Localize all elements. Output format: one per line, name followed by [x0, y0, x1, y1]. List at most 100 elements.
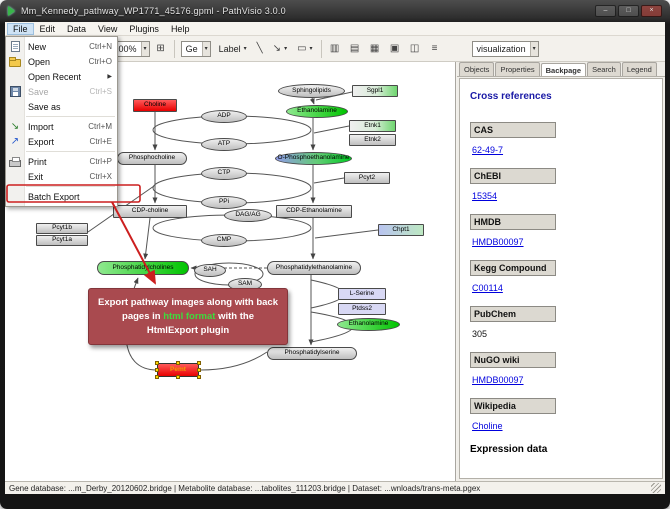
pathway-node-phosphocholine[interactable]: Phosphocholine — [117, 152, 187, 165]
crossref-link[interactable]: HMDB00097 — [472, 237, 524, 247]
menu-file[interactable]: File — [7, 22, 34, 35]
label-tool-button[interactable]: Label▾ — [215, 40, 251, 58]
zoom-fit-button[interactable]: ⊞ — [152, 40, 170, 58]
pathway-node-pemt[interactable]: Pemt — [155, 361, 201, 379]
pathway-edge[interactable] — [313, 177, 345, 184]
selection-handle[interactable] — [197, 368, 201, 372]
close-button[interactable]: × — [641, 5, 662, 17]
pathway-node-adp[interactable]: ADP — [201, 110, 247, 123]
pathway-node-pcyt1a[interactable]: Pcyt1a — [36, 235, 88, 246]
visualization-combo[interactable]: visualization ▾ — [471, 40, 539, 57]
crossref-link[interactable]: 62-49-7 — [472, 145, 504, 155]
chevron-down-icon[interactable]: ▾ — [243, 46, 247, 52]
crossref-link[interactable]: HMDB00097 — [472, 375, 524, 385]
selection-handle[interactable] — [176, 375, 180, 379]
crossref-link[interactable]: Choline — [472, 421, 503, 431]
pathway-node-etnk2[interactable]: Etnk2 — [349, 134, 396, 146]
pathway-node-ctp[interactable]: CTP — [201, 167, 247, 180]
pathway-node-ptdss2[interactable]: Ptdss2 — [338, 303, 386, 315]
distribute-vertical-button[interactable]: ▣ — [386, 40, 404, 58]
pathway-node-cdp-ethanolamine[interactable]: CDP-Ethanolamine — [276, 205, 352, 218]
window-title: Mm_Kennedy_pathway_WP1771_45176.gpml - P… — [21, 6, 286, 16]
align-center-button[interactable]: ▥ — [326, 40, 344, 58]
chevron-down-icon[interactable]: ▾ — [140, 41, 149, 56]
pathway-edge[interactable] — [200, 351, 268, 371]
pathway-node-phosphatidylcholines[interactable]: Phosphatidylcholines — [97, 261, 189, 275]
pathway-edge[interactable] — [313, 125, 350, 134]
tab-backpage[interactable]: Backpage — [540, 63, 587, 76]
selection-handle[interactable] — [155, 368, 159, 372]
selection-handle[interactable] — [197, 361, 201, 365]
chevron-down-icon[interactable]: ▾ — [309, 46, 313, 52]
stack-vertical-icon: ◫ — [409, 42, 420, 54]
minimize-button[interactable]: – — [595, 5, 616, 17]
distribute-horizontal-button[interactable]: ▦ — [366, 40, 384, 58]
menu-plugins[interactable]: Plugins — [129, 23, 159, 34]
maximize-button[interactable]: □ — [618, 5, 639, 17]
pathway-node-sah[interactable]: SAH — [194, 264, 226, 277]
pathway-node-pcyt1b[interactable]: Pcyt1b — [36, 223, 88, 234]
pathway-node-phosphatidylserine[interactable]: Phosphatidylserine — [267, 347, 357, 360]
tab-search[interactable]: Search — [587, 62, 621, 76]
tab-properties[interactable]: Properties — [495, 62, 540, 76]
crossref-link[interactable]: C00114 — [472, 283, 503, 293]
pathway-node-l-serine[interactable]: L-Serine — [338, 288, 386, 300]
tab-objects[interactable]: Objects — [459, 62, 495, 76]
resize-grip[interactable] — [651, 483, 661, 493]
file-menu-item-batch-export[interactable]: Batch Export — [6, 189, 117, 204]
shape-tool-button[interactable]: ▭▾ — [293, 40, 316, 58]
pathway-edge[interactable] — [309, 97, 315, 105]
selection-handle[interactable] — [197, 375, 201, 379]
pathway-node-pcyt2[interactable]: Pcyt2 — [344, 172, 390, 184]
chevron-down-icon[interactable]: ▾ — [284, 46, 288, 52]
stack-horizontal-button[interactable]: ≡ — [426, 40, 444, 58]
selection-handle[interactable] — [176, 361, 180, 365]
pathway-edge[interactable] — [125, 277, 158, 371]
zoom-combo[interactable]: 100% ▾ — [108, 40, 150, 57]
menu-help[interactable]: Help — [170, 23, 190, 34]
tab-legend[interactable]: Legend — [621, 62, 657, 76]
file-menu-item-save-as[interactable]: Save as — [6, 99, 117, 114]
pathway-node-atp[interactable]: ATP — [201, 138, 247, 151]
stack-vertical-button[interactable]: ◫ — [406, 40, 424, 58]
pathway-node-sphingolipids[interactable]: Sphingolipids — [278, 84, 345, 98]
pathway-node-o-phosphoethanolamine[interactable]: O-Phosphoethanolamine — [275, 152, 352, 165]
chevron-down-icon[interactable]: ▾ — [529, 41, 538, 56]
menu-data[interactable]: Data — [67, 23, 87, 34]
pathway-node-sam[interactable]: SAM — [228, 278, 262, 291]
pathway-node-ethanolamine-top[interactable]: Ethanolamine — [286, 105, 348, 118]
pathway-node-chpt1[interactable]: Chpt1 — [378, 224, 424, 236]
pathway-node-dag-ag[interactable]: DAG/AG — [224, 209, 272, 222]
menu-edit[interactable]: Edit — [39, 23, 56, 34]
chevron-down-icon[interactable]: ▾ — [201, 41, 210, 56]
pathway-node-sgpl1[interactable]: Sgpl1 — [352, 85, 398, 97]
align-middle-button[interactable]: ▤ — [346, 40, 364, 58]
connector-tool-button[interactable]: ↘▾ — [269, 40, 291, 58]
selection-handle[interactable] — [155, 361, 159, 365]
pathway-node-etnk1[interactable]: Etnk1 — [349, 120, 396, 132]
pathway-edge[interactable] — [143, 217, 151, 260]
crossref-link[interactable]: 15354 — [472, 191, 498, 201]
datanode-combo[interactable]: Ge▾ — [180, 40, 211, 57]
file-menu-item-open-recent[interactable]: Open Recent▶ — [6, 69, 117, 84]
pathway-node-cdp-choline[interactable]: CDP-choline — [113, 205, 187, 218]
file-menu-item-label: Open — [28, 56, 51, 67]
pathway-node-phosphatidylethanolamine[interactable]: Phosphatidylethanolamine — [267, 261, 361, 275]
pathway-edge[interactable] — [314, 229, 379, 239]
pathway-node-choline[interactable]: Choline — [133, 99, 177, 112]
title-bar[interactable]: Mm_Kennedy_pathway_WP1771_45176.gpml - P… — [0, 0, 670, 22]
pathway-node-ethanolamine-bottom[interactable]: Ethanolamine — [337, 318, 400, 331]
pathway-node-cmp[interactable]: CMP — [201, 234, 247, 247]
line-tool-button[interactable]: ╲ — [253, 40, 267, 58]
pathway-node-ppi[interactable]: PPi — [201, 196, 247, 209]
menu-view[interactable]: View — [98, 23, 118, 34]
selection-handle[interactable] — [155, 375, 159, 379]
